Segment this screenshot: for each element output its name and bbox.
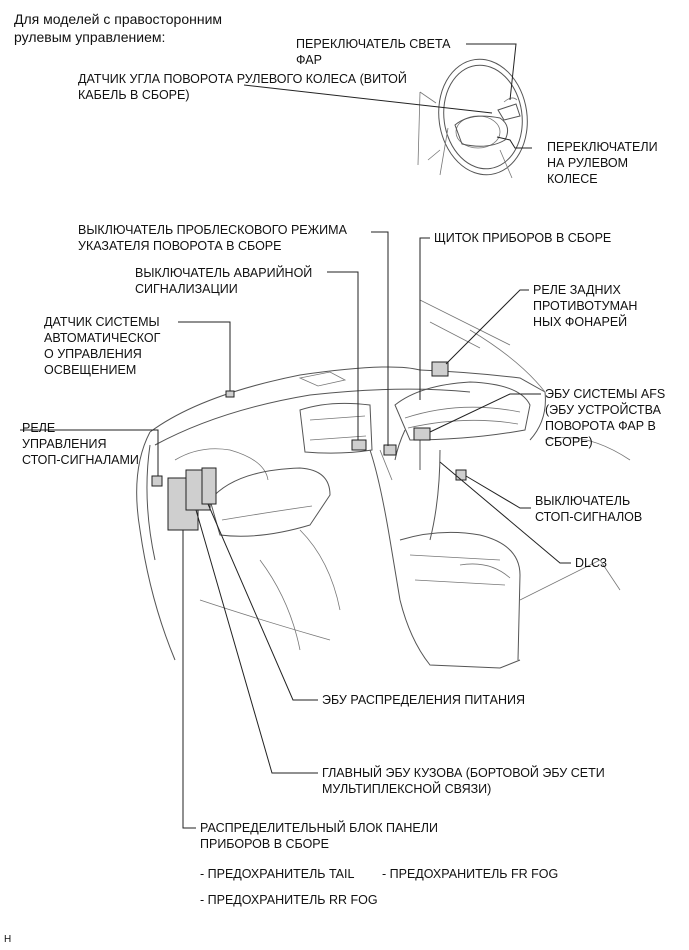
hazard-switch-part (351, 439, 367, 451)
label-stop-light-relay: РЕЛЕ УПРАВЛЕНИЯ СТОП-СИГНАЛАМИ (22, 421, 139, 467)
label-headlight-switch: ПЕРЕКЛЮЧАТЕЛЬ СВЕТА ФАР (296, 37, 451, 67)
label-flasher-switch: ВЫКЛЮЧАТЕЛЬ ПРОБЛЕСКОВОГО РЕЖИМА УКАЗАТЕ… (78, 223, 347, 253)
stop-light-switch-part (455, 469, 467, 481)
label-dlc3: DLC3 (575, 556, 607, 570)
label-afs-ecu: ЭБУ СИСТЕМЫ AFS (ЭБУ УСТРОЙСТВА ПОВОРОТА… (545, 387, 666, 449)
instrument-panel-illustration (136, 299, 631, 669)
label-fuse-rr-fog: - ПРЕДОХРАНИТЕЛЬ RR FOG (200, 893, 378, 907)
label-hazard-switch: ВЫКЛЮЧАТЕЛЬ АВАРИЙНОЙ СИГНАЛИЗАЦИИ (135, 266, 313, 296)
rear-fog-relay-part (431, 361, 449, 377)
steering-leader-lines (243, 43, 532, 149)
label-auto-light-sensor: ДАТЧИК СИСТЕМЫ АВТОМАТИЧЕСКОГ О УПРАВЛЕН… (44, 315, 161, 377)
label-combination-meter: ЩИТОК ПРИБОРОВ В СБОРЕ (434, 231, 612, 245)
afs-ecu-part (413, 427, 431, 441)
label-fuse-fr-fog: - ПРЕДОХРАНИТЕЛЬ FR FOG (382, 867, 559, 881)
label-steering-angle-sensor: ДАТЧИК УГЛА ПОВОРОТА РУЛЕВОГО КОЛЕСА (ВИ… (78, 72, 407, 102)
stop-light-relay-part (151, 475, 163, 487)
label-steering-pad-switch: ПЕРЕКЛЮЧАТЕЛИ НА РУЛЕВОМ КОЛЕСЕ (547, 140, 658, 186)
label-stop-light-switch: ВЫКЛЮЧАТЕЛЬ СТОП-СИГНАЛОВ (535, 494, 643, 524)
header-note: Для моделей с правосторонним рулевым упр… (14, 11, 223, 45)
label-power-distribution-ecu: ЭБУ РАСПРЕДЕЛЕНИЯ ПИТАНИЯ (322, 693, 525, 707)
power-distribution-ecu-part (201, 467, 217, 505)
label-fuse-tail: - ПРЕДОХРАНИТЕЛЬ TAIL (200, 867, 355, 881)
steering-wheel-illustration (417, 58, 528, 179)
component-parts (151, 361, 467, 531)
figure-code: H (4, 934, 12, 945)
leader-lines (20, 231, 571, 829)
label-junction-block: РАСПРЕДЕЛИТЕЛЬНЫЙ БЛОК ПАНЕЛИ ПРИБОРОВ В… (200, 821, 438, 851)
auto-light-sensor-part (225, 390, 235, 398)
label-rear-fog-relay: РЕЛЕ ЗАДНИХ ПРОТИВОТУМАН НЫХ ФОНАРЕЙ (533, 283, 638, 329)
flasher-switch-part (383, 444, 397, 456)
label-main-body-ecu: ГЛАВНЫЙ ЭБУ КУЗОВА (БОРТОВОЙ ЭБУ СЕТИ МУ… (322, 766, 605, 796)
